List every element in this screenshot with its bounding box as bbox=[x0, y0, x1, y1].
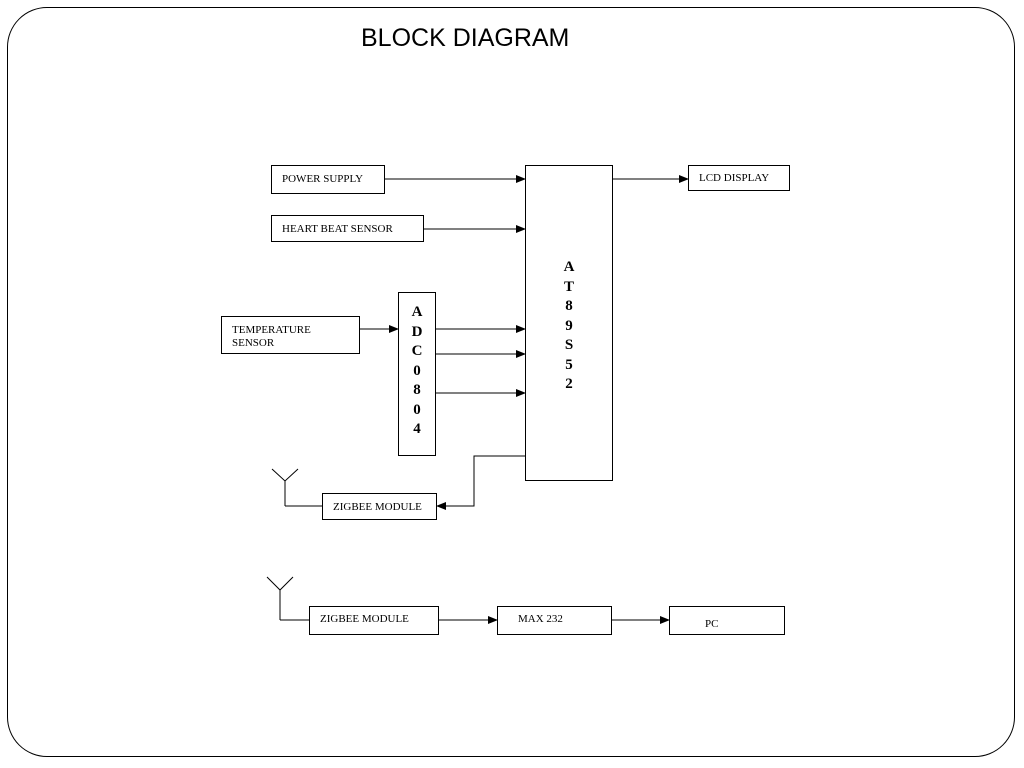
heart-beat-sensor-block: HEART BEAT SENSOR bbox=[271, 215, 424, 242]
max232-block: MAX 232 bbox=[497, 606, 612, 635]
slide-title: BLOCK DIAGRAM bbox=[361, 24, 570, 52]
adc0804-label: A D C 0 8 0 4 bbox=[411, 304, 423, 437]
antenna-icon-tx bbox=[271, 468, 322, 507]
antenna-icon-rx bbox=[266, 576, 309, 621]
max232-label: MAX 232 bbox=[518, 613, 563, 625]
arrow-mcu-to-zigbee bbox=[436, 455, 525, 510]
power-supply-label: POWER SUPPLY bbox=[282, 173, 364, 185]
zigbee-module-tx-block: ZIGBEE MODULE bbox=[322, 493, 437, 520]
power-supply-block: POWER SUPPLY bbox=[271, 165, 385, 194]
pc-label: PC bbox=[705, 618, 719, 630]
temperature-sensor-block: TEMPERATURE SENSOR bbox=[221, 316, 360, 354]
lcd-display-block: LCD DISPLAY bbox=[688, 165, 790, 191]
adc0804-block: A D C 0 8 0 4 bbox=[398, 292, 436, 456]
pc-block: PC bbox=[669, 606, 785, 635]
lcd-display-label: LCD DISPLAY bbox=[699, 172, 770, 184]
zigbee-module-rx-label: ZIGBEE MODULE bbox=[320, 613, 409, 625]
at89s52-mcu-block: A T 8 9 S 5 2 bbox=[525, 165, 613, 481]
slide-frame bbox=[7, 7, 1015, 757]
temperature-sensor-label-line2: SENSOR bbox=[232, 337, 275, 349]
heart-beat-sensor-label: HEART BEAT SENSOR bbox=[282, 223, 393, 235]
at89s52-label: A T 8 9 S 5 2 bbox=[563, 259, 575, 392]
zigbee-module-tx-label: ZIGBEE MODULE bbox=[333, 501, 422, 513]
temperature-sensor-label-line1: TEMPERATURE bbox=[232, 324, 311, 336]
zigbee-module-rx-block: ZIGBEE MODULE bbox=[309, 606, 439, 635]
